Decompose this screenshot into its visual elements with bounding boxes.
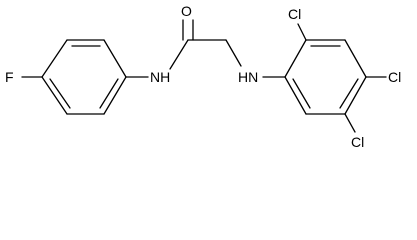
- bond-c2-cl: [297, 23, 307, 41]
- amide-nh-label: NH: [150, 69, 170, 85]
- chlorine-5-label: Cl: [351, 134, 364, 150]
- bond-c5-cl: [344, 113, 356, 133]
- bond: [103, 39, 127, 78]
- double-bond-inner: [49, 78, 71, 109]
- bond: [41, 76, 68, 115]
- bond-ch2-hn: [225, 39, 242, 67]
- bond: [344, 76, 367, 115]
- bond: [284, 76, 307, 115]
- bond: [103, 76, 127, 115]
- carbonyl-oxygen-label: O: [181, 3, 192, 19]
- structure-canvas: F NH O HN Cl Cl Cl: [5, 3, 401, 150]
- bond: [41, 39, 68, 78]
- bond-nh-carbonyl: [169, 39, 189, 70]
- double-bond-inner: [99, 78, 119, 109]
- molecule-diagram: F NH O HN Cl Cl Cl: [5, 3, 401, 150]
- double-bond-inner: [292, 78, 311, 109]
- chlorine-2-label: Cl: [288, 6, 301, 22]
- trichlorophenyl-ring: [284, 39, 367, 115]
- fluorophenyl-ring: [41, 39, 127, 115]
- bond: [344, 39, 367, 78]
- bond: [284, 39, 307, 78]
- double-bond-inner: [339, 78, 359, 109]
- fluorine-label: F: [5, 69, 14, 85]
- amine-hn-label: HN: [238, 69, 258, 85]
- chlorine-4-label: Cl: [388, 69, 401, 85]
